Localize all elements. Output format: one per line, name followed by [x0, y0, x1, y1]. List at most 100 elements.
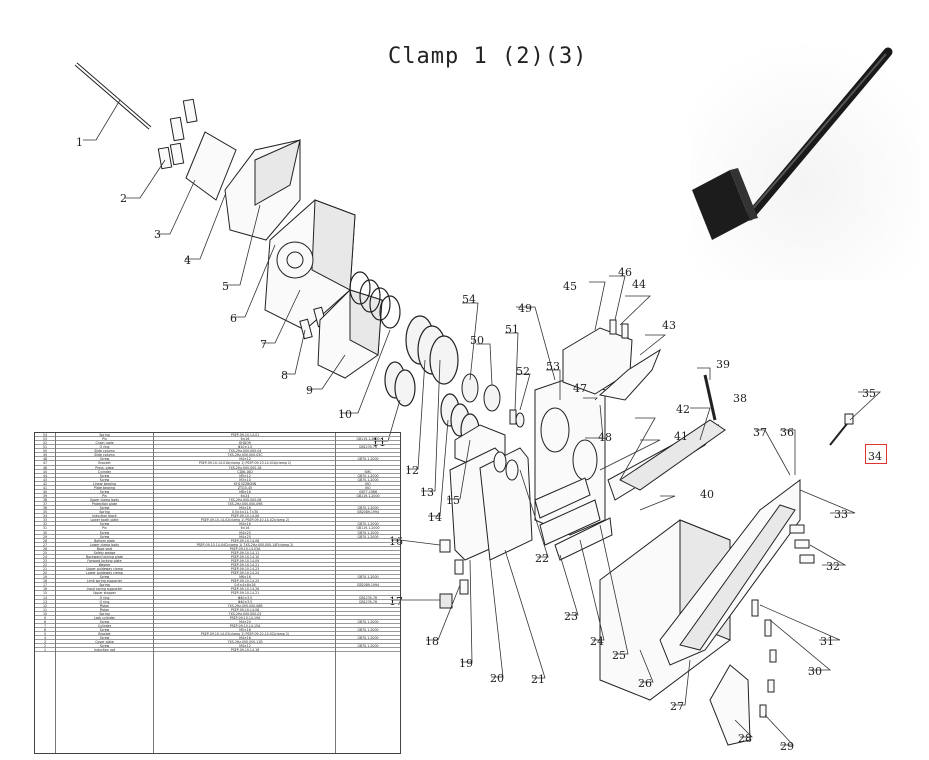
- bom-cell-number: 33: [42, 518, 48, 523]
- bom-cell-code: 0.5×4×11.7×30: [231, 510, 259, 515]
- bom-cell-number: 19: [42, 575, 48, 580]
- bom-cell-code: PSEP-09.10.14-23: [230, 567, 260, 572]
- bom-cell-name: Bracket: [98, 632, 111, 637]
- label-31: 31: [820, 635, 834, 648]
- bom-cell-code: M4×25: [239, 534, 251, 539]
- bom-cell-number: 22: [42, 563, 48, 567]
- bom-cell-number: 27: [42, 542, 48, 547]
- bom-cell-name: Chain node: [95, 441, 114, 446]
- bom-column-divider: [55, 433, 56, 753]
- bom-cell-code: PSEP-09.10.14-06: [230, 607, 260, 612]
- highlight-box-34: [865, 444, 887, 464]
- bom-cell-number: 30: [42, 530, 48, 535]
- part-spring-10: [349, 271, 401, 329]
- bom-cell-name: Limit spring supporter: [86, 579, 123, 584]
- part-screws-2: [157, 98, 198, 170]
- bom-cell-name: Input spring supporter: [86, 587, 123, 592]
- bom-cell-name: O ring: [99, 445, 110, 450]
- bom-cell-number: 15: [42, 591, 48, 596]
- bom-cell-code: PSEP-09.10.14-19A: [229, 615, 261, 620]
- bom-cell-name: Screw: [99, 575, 110, 580]
- label-5: 5: [222, 280, 229, 293]
- bom-cell-name: Upper clamp body: [89, 498, 120, 502]
- bom-cell-name: Pin: [102, 437, 107, 442]
- bom-cell-name: Cylinder: [97, 469, 112, 474]
- bom-cell-code: M6×16: [239, 575, 251, 580]
- bom-cell-standard: IKO: [365, 485, 371, 490]
- label-21: 21: [531, 673, 545, 686]
- bom-cell-name: Screw: [99, 489, 110, 494]
- label-37: 37: [753, 426, 767, 439]
- bom-cell-standard: GB70.1-2000: [357, 457, 379, 462]
- bom-cell-code: PSEP-09.10.14-03A: [229, 546, 261, 551]
- label-47: 47: [573, 382, 587, 395]
- bom-cell-standard: GB1235-76: [359, 445, 377, 450]
- bom-cell-name: Slide column: [94, 453, 115, 458]
- bom-cell-standard: GB2089-1994: [356, 583, 380, 588]
- bom-cell-code: M4×20: [239, 619, 251, 624]
- bom-cell-standard: GB70.1-2000: [357, 575, 379, 580]
- bom-cell-standard: GB70.1-2000: [357, 473, 379, 478]
- bom-cell-code: 6×16: [240, 437, 250, 442]
- label-46: 46: [618, 266, 632, 279]
- bom-cell-standard: IKO: [365, 481, 371, 486]
- bom-cell-name: Press. plate: [95, 465, 114, 470]
- bom-cell-name: Spring: [99, 510, 110, 515]
- bom-cell-number: 54: [42, 433, 48, 437]
- diagram-title: Clamp 1 (2)(3): [388, 44, 588, 69]
- label-29: 29: [780, 740, 794, 753]
- bom-cell-standard: GB70.1-2000: [357, 619, 379, 624]
- bom-cell-number: 41: [42, 485, 48, 490]
- bom-cell-number: 36: [42, 506, 48, 511]
- label-36: 36: [780, 426, 794, 439]
- bom-cell-number: 49: [42, 453, 48, 458]
- label-20: 20: [490, 672, 504, 685]
- bom-cell-number: 25: [42, 550, 48, 555]
- bom-cell-number: 34: [42, 514, 48, 519]
- bom-cell-name: Induction rod: [93, 648, 116, 653]
- bom-cell-code: 7XS-2Hz.000.000-11B: [227, 640, 263, 645]
- bom-cell-code: M4×12: [239, 457, 251, 462]
- label-28: 28: [738, 732, 752, 745]
- bom-cell-code: PSEP-09.10.14-21: [230, 563, 260, 567]
- leader-lines: [83, 99, 882, 746]
- label-12: 12: [405, 464, 419, 477]
- label-13: 13: [420, 486, 434, 499]
- bom-cell-number: 52: [42, 441, 48, 446]
- bom-cell-standard: GB2089-1994: [356, 510, 380, 515]
- bom-cell-number: 31: [42, 526, 48, 531]
- bom-cell-name: Bottom plate: [94, 538, 115, 543]
- bom-cell-code: PSEP-09.10.14-01b(clamp 1) PSEP-09.10.14…: [198, 461, 292, 466]
- bom-cell-name: Screw: [99, 636, 110, 641]
- bom-cell-number: 11: [42, 607, 48, 612]
- product-photo: [690, 40, 920, 280]
- bom-cell-number: 51: [42, 445, 48, 450]
- bom-cell-code: M8×16: [239, 489, 251, 494]
- part-spring-35: [829, 413, 854, 446]
- bom-cell-number: 7: [43, 623, 47, 628]
- bom-cell-name: Plate bearing: [93, 485, 116, 490]
- bom-cell-name: Spring: [99, 433, 110, 437]
- label-11: 11: [372, 436, 386, 449]
- bom-cell-name: Washer: [98, 563, 111, 567]
- bom-cell-number: 44: [42, 473, 48, 478]
- label-51: 51: [505, 323, 519, 336]
- part-lower-clamp-body: [659, 479, 801, 666]
- bom-cell-code: 7XS-2Hz.000.000-18: [228, 465, 262, 470]
